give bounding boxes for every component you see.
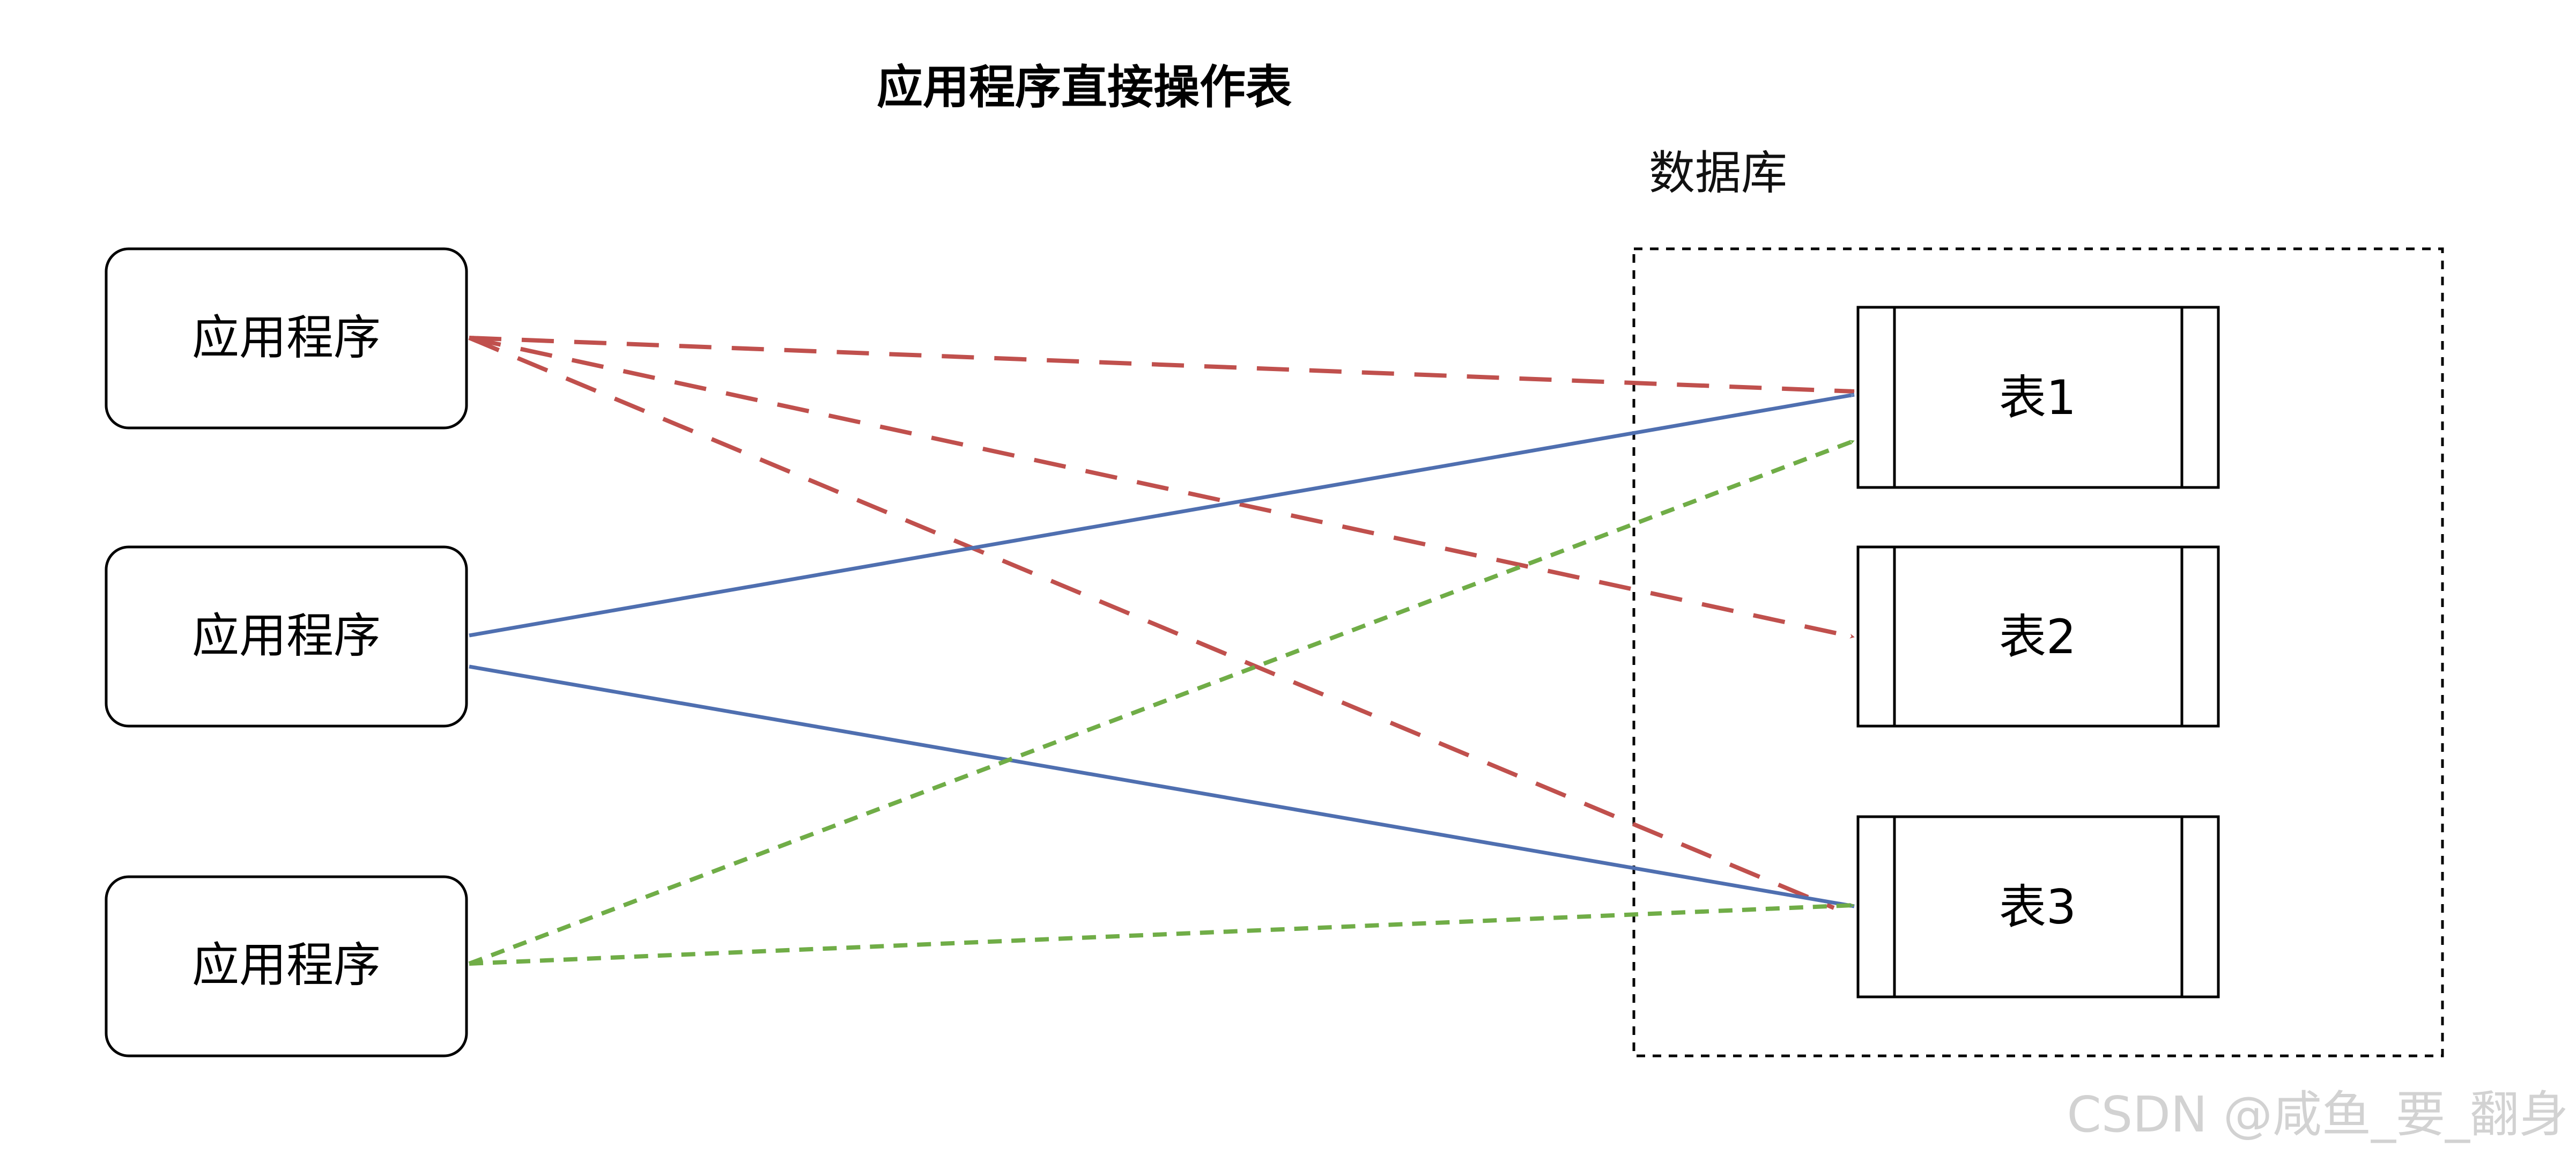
app-box-3: 应用程序	[105, 875, 468, 1057]
connector-app2-table3	[469, 664, 1855, 908]
table-box-3: 表3	[1856, 815, 2220, 998]
table-box-2: 表2	[1856, 545, 2220, 728]
connector-app2-table1	[469, 393, 1855, 638]
table-box-1: 表1	[1856, 306, 2220, 489]
app-label-2: 应用程序	[192, 608, 381, 663]
diagram-title: 应用程序直接操作表	[877, 61, 1292, 114]
connector-app3-table3	[469, 903, 1855, 966]
database-container	[1632, 247, 2444, 1057]
connector-app3-table1	[468, 439, 1855, 966]
app-label-1: 应用程序	[192, 310, 381, 365]
connector-app1-table2	[469, 336, 1855, 639]
app-box-2: 应用程序	[105, 545, 468, 728]
table-label-2: 表2	[1999, 609, 2076, 664]
table-label-3: 表3	[1999, 879, 2076, 935]
connector-app1-table3	[468, 336, 1835, 910]
database-label: 数据库	[1649, 146, 1787, 200]
app-box-1: 应用程序	[105, 247, 468, 430]
app-label-3: 应用程序	[192, 937, 381, 993]
connector-app1-table1	[469, 335, 1855, 394]
table-label-1: 表1	[1999, 370, 2076, 425]
watermark: CSDN @咸鱼_要_翻身	[2067, 1086, 2568, 1143]
